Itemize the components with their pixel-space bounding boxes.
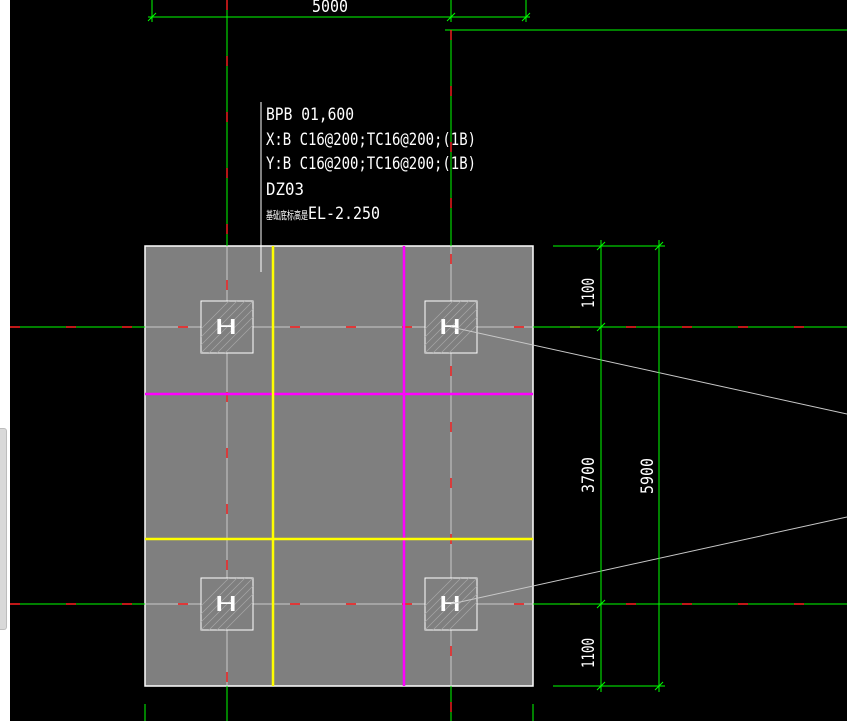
- dimension-top-label: 5000: [312, 0, 348, 17]
- column-symbol: H: [215, 592, 237, 616]
- column-symbol: H: [439, 592, 461, 616]
- col-top-left[interactable]: H: [200, 300, 254, 354]
- annotation-line-5-value: EL-2.250: [308, 204, 380, 224]
- leader-lines: [450, 326, 847, 605]
- column-group[interactable]: H H H H: [200, 300, 478, 631]
- column-hatch: [216, 316, 254, 354]
- column-hatch: [424, 300, 454, 330]
- column-hatch: [200, 577, 230, 607]
- column-hatch: [208, 308, 254, 354]
- column-hatch: [424, 577, 454, 607]
- dimension-right[interactable]: [540, 240, 665, 692]
- column-hatch: [448, 324, 478, 354]
- column-hatch: [424, 577, 462, 615]
- annotation-line-4: DZ03: [266, 180, 304, 200]
- x-direction-bands[interactable]: [145, 246, 533, 686]
- column-hatch: [200, 300, 254, 354]
- column-hatch: [200, 300, 230, 330]
- column-hatch: [216, 593, 254, 631]
- left-scroll-panel: [0, 0, 10, 721]
- column-hatch: [424, 300, 470, 346]
- column-hatch: [200, 300, 238, 338]
- column-symbol: H: [439, 315, 461, 339]
- column-hatch: [200, 577, 254, 631]
- scroll-grip[interactable]: [0, 428, 7, 630]
- col-bottom-right[interactable]: H: [424, 577, 478, 631]
- column-hatch: [448, 601, 478, 631]
- annotation-line-5-prefix: 基础底标高是: [266, 208, 308, 222]
- dimension-right-bottom-label: 1100: [579, 638, 599, 668]
- col-bottom-left[interactable]: H: [200, 577, 254, 631]
- dimension-right-top-label: 1100: [579, 278, 599, 308]
- column-hatch: [224, 601, 254, 631]
- column-hatch: [432, 308, 478, 354]
- column-hatch: [424, 300, 462, 338]
- dimension-top[interactable]: [147, 0, 531, 22]
- dimension-right-total-label: 5900: [638, 458, 658, 494]
- column-hatch: [224, 324, 254, 354]
- column-hatch: [208, 585, 254, 631]
- slab-annotation[interactable]: BPB 01,600 X:B C16@200;TC16@200;(1B) Y:B…: [266, 105, 476, 224]
- annotation-line-3: Y:B C16@200;TC16@200;(1B): [266, 154, 476, 174]
- annotation-line-1: BPB 01,600: [266, 105, 354, 125]
- hidden-beam-lines: [10, 0, 847, 721]
- column-hatch: [424, 577, 470, 623]
- annotation-line-2: X:B C16@200;TC16@200;(1B): [266, 130, 476, 150]
- dimension-right-mid-label: 3700: [579, 457, 599, 493]
- column-hatch: [432, 585, 478, 631]
- column-hatch: [200, 300, 246, 346]
- column-hatch: [200, 577, 246, 623]
- column-hatch: [440, 316, 478, 354]
- y-direction-bands[interactable]: [145, 246, 533, 686]
- column-symbol: H: [215, 315, 237, 339]
- column-hatch: [200, 577, 238, 615]
